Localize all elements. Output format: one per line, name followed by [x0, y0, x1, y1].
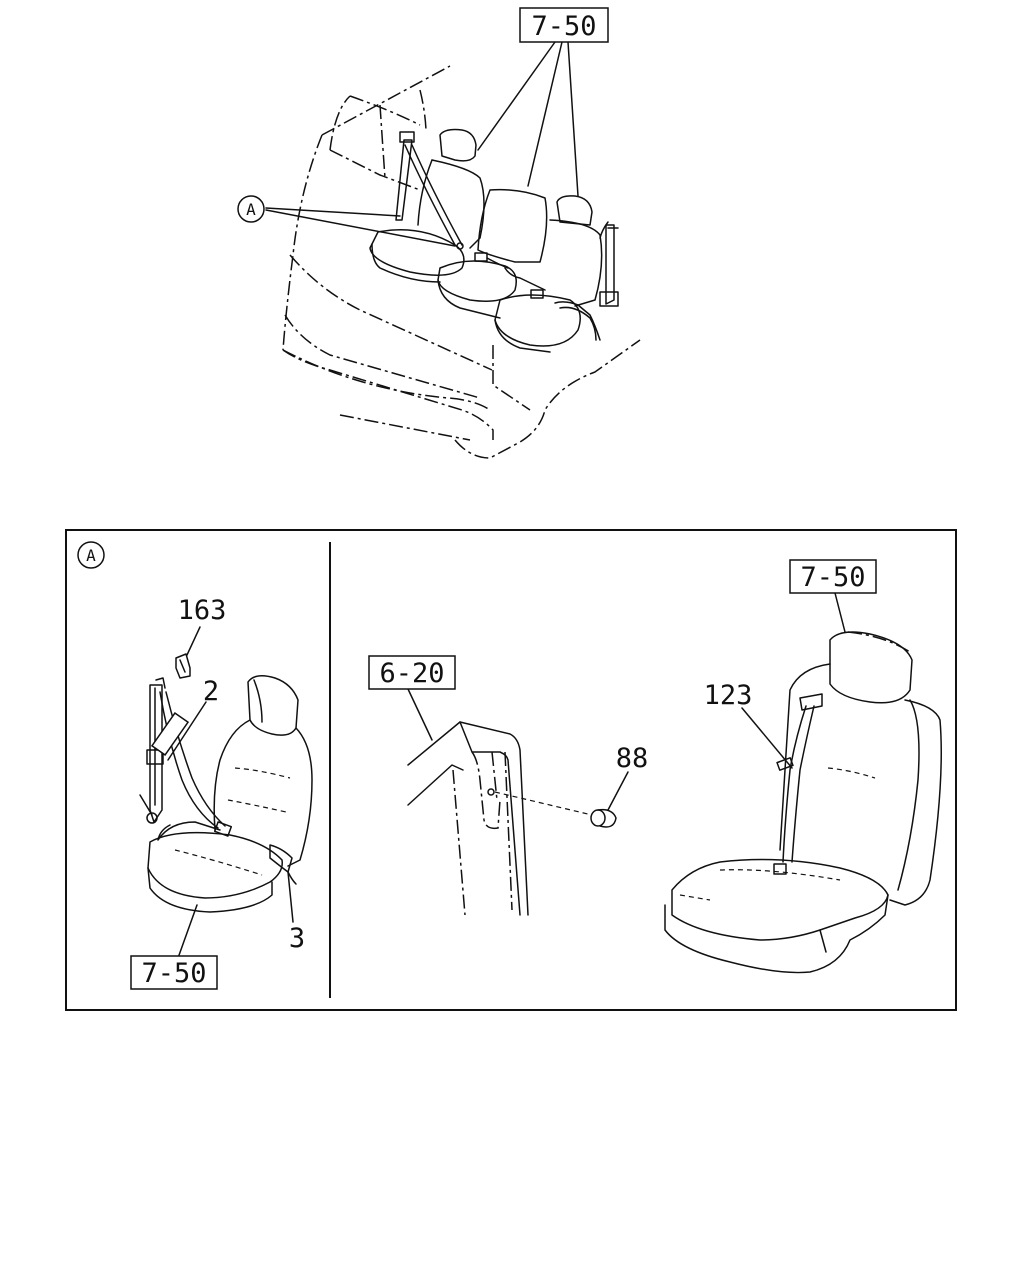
ref-box-middle[interactable]: 6-20 [368, 655, 456, 690]
ref-label-middle: 6-20 [379, 658, 444, 689]
part-2-label[interactable]: 2 [203, 676, 219, 707]
headrest-left [439, 128, 477, 162]
seat-back-middle [477, 188, 548, 263]
cab-overview [265, 41, 641, 459]
detail-right-seat [664, 592, 942, 974]
headrest-right [556, 195, 593, 226]
belt-retractor-right [605, 224, 615, 305]
ref-box-top[interactable]: 7-50 [519, 7, 609, 43]
detail-marker-label: A [86, 546, 96, 565]
detail-frame [65, 529, 957, 1011]
detail-middle-pillar [407, 688, 629, 916]
detail-marker-top[interactable]: A [237, 195, 265, 223]
ref-box-right[interactable]: 7-50 [789, 559, 877, 594]
part-163-label[interactable]: 163 [178, 595, 227, 626]
belt-retractor-left [395, 139, 413, 221]
ref-label-left: 7-50 [141, 958, 206, 989]
ref-box-left[interactable]: 7-50 [130, 955, 218, 990]
detail-marker[interactable]: A [77, 541, 105, 569]
part-123-label[interactable]: 123 [704, 680, 753, 711]
ref-label-top: 7-50 [531, 11, 596, 42]
detail-left-seat [139, 626, 313, 959]
detail-marker-top-label: A [246, 200, 256, 219]
ref-label-right: 7-50 [800, 562, 865, 593]
part-88-label[interactable]: 88 [616, 743, 649, 774]
seat-cushion-left [369, 229, 465, 276]
seat-cushion-right [494, 294, 581, 347]
part-3-label[interactable]: 3 [289, 923, 305, 954]
